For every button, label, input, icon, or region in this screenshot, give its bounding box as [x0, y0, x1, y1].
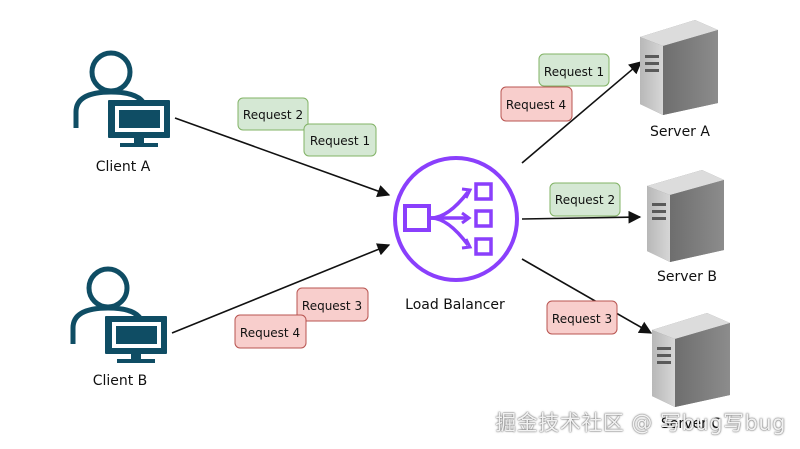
server-icon	[640, 20, 718, 115]
request-badge-label: Request 3	[302, 299, 362, 313]
request-badge: Request 4	[234, 314, 307, 349]
request-badges: Request 2 Request 1 Request 3 Request 4 …	[234, 53, 621, 349]
arrow-balancer-to-server-b	[521, 210, 642, 224]
request-badge: Request 3	[296, 287, 369, 322]
request-badge-label: Request 1	[310, 134, 370, 148]
request-badge-label: Request 4	[506, 98, 566, 112]
server-b: Server B	[647, 170, 724, 285]
user-computer-icon	[73, 50, 170, 147]
user-computer-icon	[70, 266, 167, 363]
arrow-balancer-to-server-a	[521, 61, 642, 164]
request-badge-label: Request 2	[243, 108, 303, 122]
watermark: 掘金技术社区 @ 写bug写bug	[495, 411, 786, 435]
client-a-label: Client A	[96, 159, 151, 175]
request-badge: Request 4	[500, 86, 573, 122]
request-badge: Request 1	[303, 123, 377, 157]
server-b-label: Server B	[657, 269, 717, 285]
server-a-label: Server A	[650, 124, 710, 140]
arrow-client-a-to-balancer	[174, 117, 391, 198]
request-badge-label: Request 1	[544, 65, 604, 79]
load-balancer: Load Balancer	[393, 156, 519, 313]
server-icon	[652, 313, 730, 407]
request-badge-label: Request 2	[555, 193, 615, 207]
arrow-client-b-to-balancer	[171, 243, 391, 334]
request-badge: Request 1	[538, 53, 610, 87]
load-balancer-label: Load Balancer	[405, 297, 505, 313]
server-c-label: Server C	[661, 416, 721, 432]
client-b: Client B	[70, 266, 167, 389]
server-c: Server C	[652, 313, 730, 432]
client-a: Client A	[73, 50, 170, 175]
server-icon	[647, 170, 724, 262]
request-badge-label: Request 4	[240, 326, 300, 340]
request-badge: Request 2	[549, 182, 621, 217]
client-b-label: Client B	[93, 373, 148, 389]
connection-arrows	[171, 61, 653, 334]
arrow-balancer-to-server-c	[521, 258, 653, 334]
load-balancer-icon	[393, 156, 519, 282]
request-badge: Request 3	[546, 300, 618, 335]
server-a: Server A	[640, 20, 718, 140]
request-badge: Request 2	[237, 97, 309, 131]
request-badge-label: Request 3	[552, 312, 612, 326]
